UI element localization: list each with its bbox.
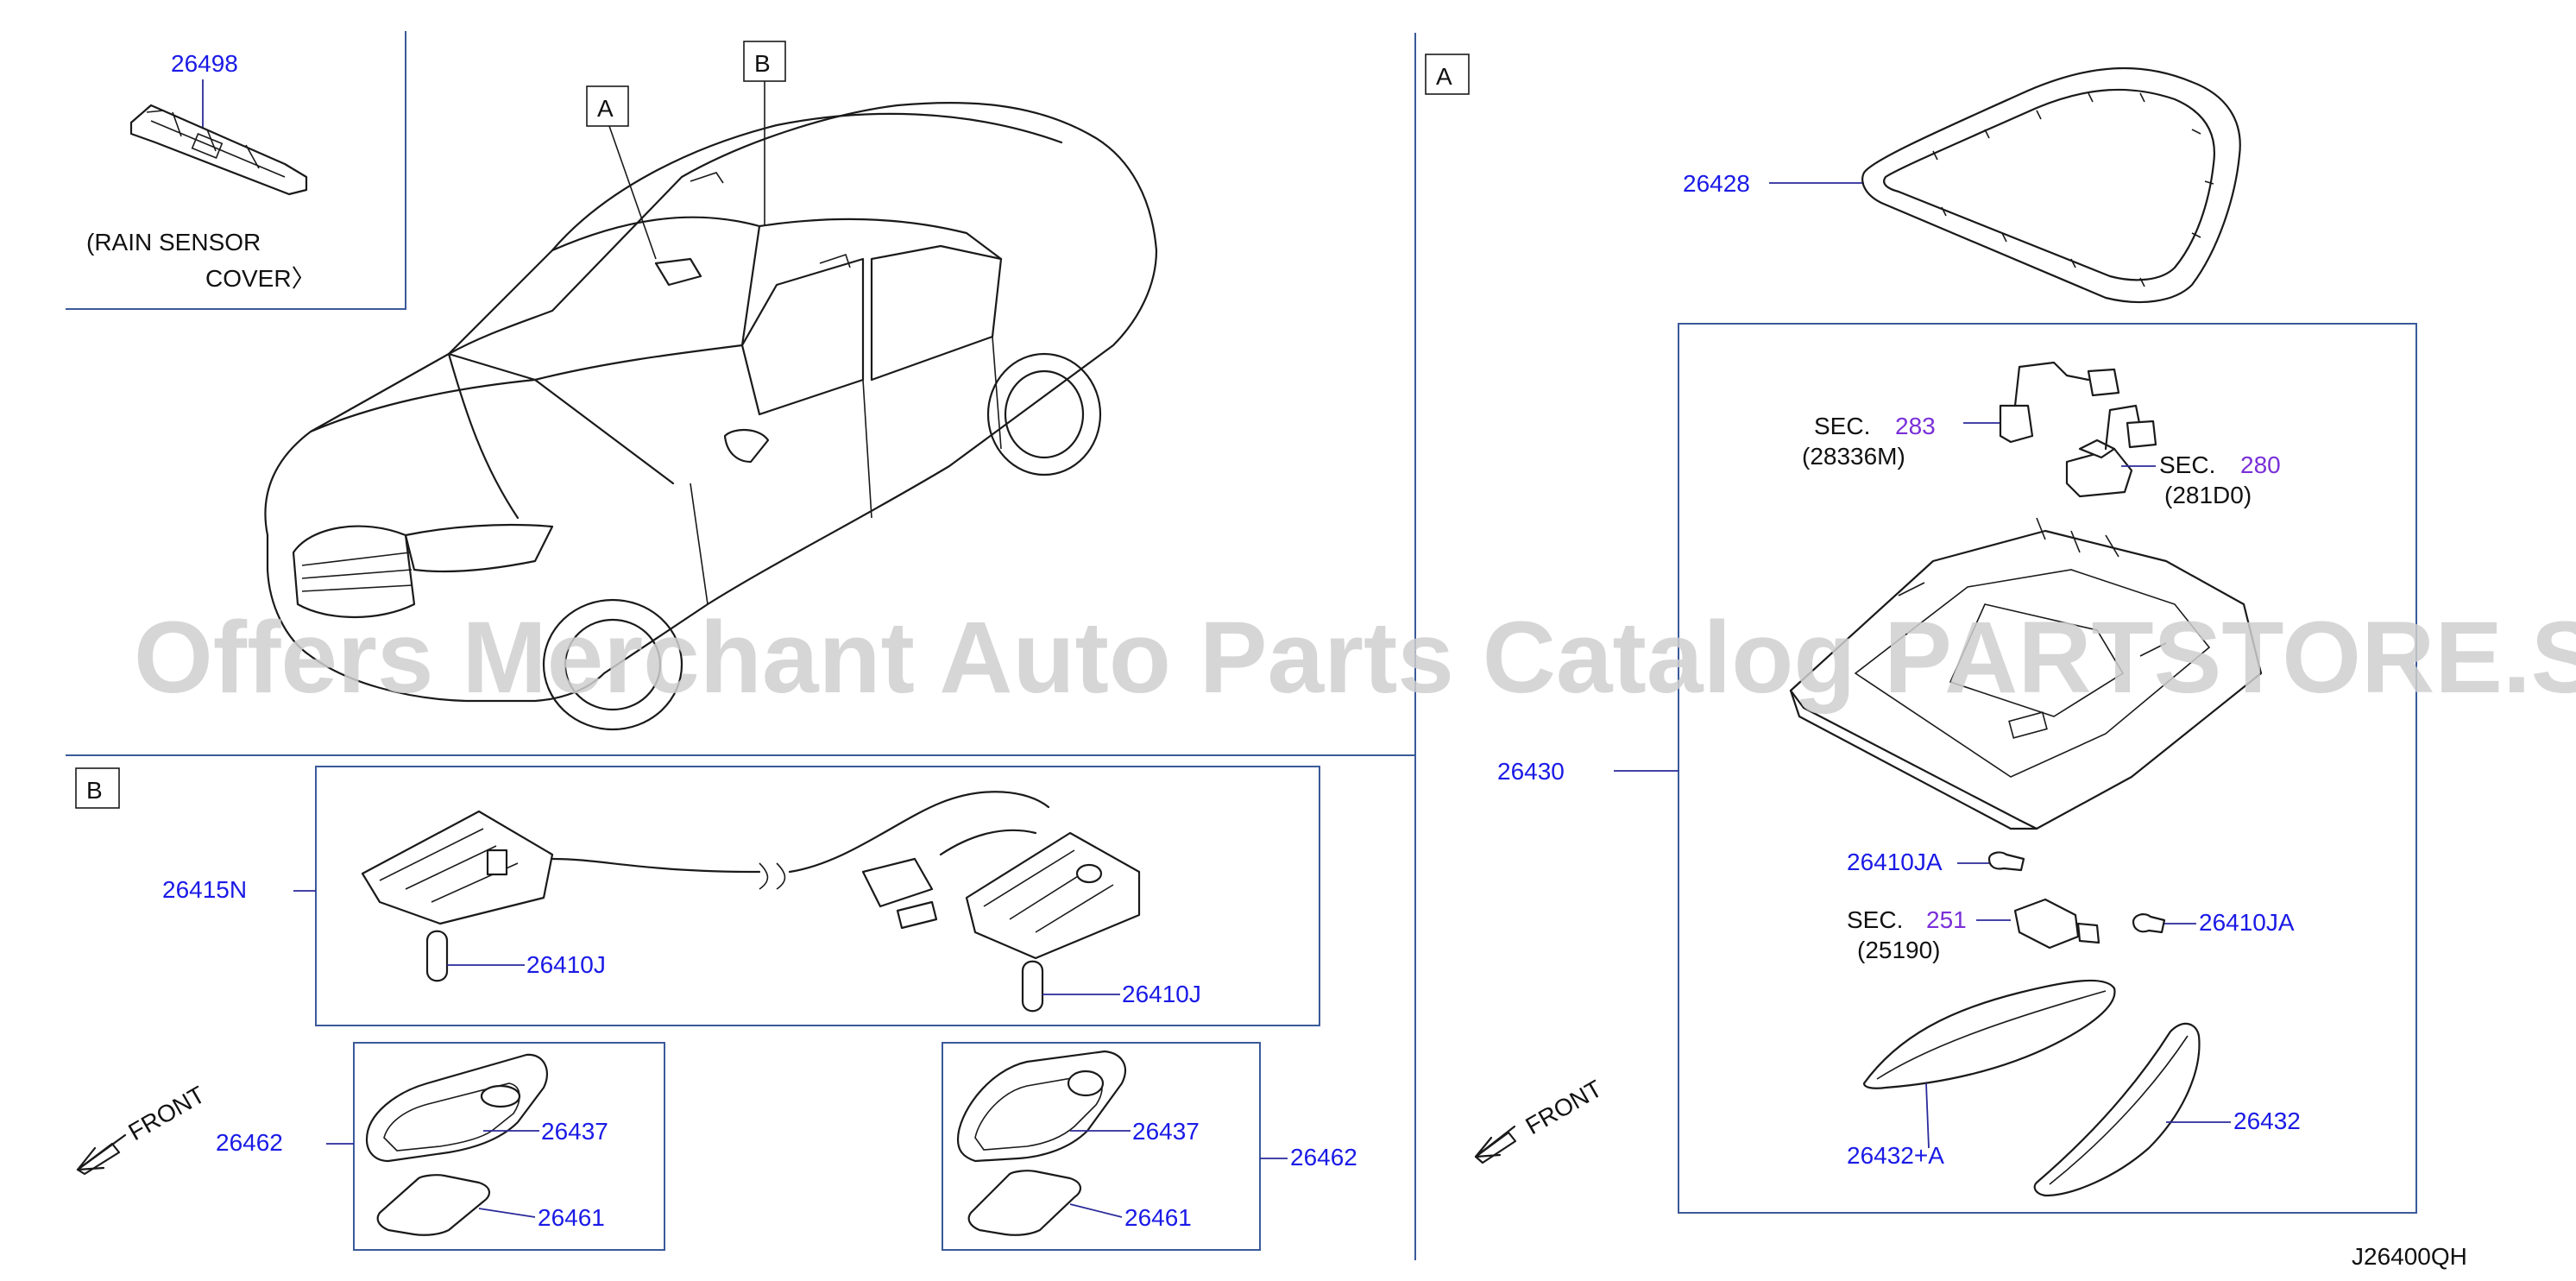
sec-283-ref: (28336M) [1802,443,1905,470]
harness-frame [315,766,1320,1026]
console-housing-part[interactable] [1789,517,2263,830]
sensor-280-part[interactable] [2065,404,2157,498]
sec-280-ref: (281D0) [2164,482,2252,508]
sec-251-prefix: SEC. [1847,906,1903,933]
car-drawing [264,101,1158,731]
part-number-26428[interactable]: 26428 [1683,170,1750,197]
right-lamp-lens[interactable] [967,1170,1081,1236]
right-lamp-frame [942,1042,1261,1251]
sec-251-ref: (25190) [1857,937,1941,963]
part-number-26432-a[interactable]: 26432+A [1847,1142,1944,1169]
view-tag-section-b[interactable] [75,767,120,809]
bulb-left[interactable] [425,930,449,982]
view-tag-a-car-text: A [597,95,614,122]
section-b: B 26415N 26410J [75,766,1357,1251]
part-number-26498[interactable]: 26498 [171,50,238,77]
rain-sensor-caption-1: (RAIN SENSOR [86,229,261,256]
part-number-26430[interactable]: 26430 [1497,758,1565,785]
sec-280-prefix: SEC. [2159,451,2215,478]
bulb-right[interactable] [1021,960,1044,1013]
left-lamp-frame [353,1042,665,1251]
part-number-26410J-right[interactable]: 26410J [1122,981,1201,1007]
watermark-text: Offers Merchant Auto Parts Catalog PARTS… [134,601,2576,715]
panel-dividers [66,31,1416,1260]
front-arrow-icon [76,1133,127,1176]
map-lamp-harness-part[interactable] [361,791,1141,960]
lens-26432-a-part[interactable] [1862,979,2116,1089]
diagram-code: J26400QH [2352,1243,2467,1270]
part-number-26410JA-b[interactable]: 26410JA [2199,909,2295,936]
part-number-26437-right[interactable]: 26437 [1132,1118,1200,1145]
part-number-26461-left[interactable]: 26461 [538,1204,605,1231]
view-tag-b-car-text: B [754,50,771,77]
left-lamp-lens-frame[interactable] [365,1053,548,1163]
rain-sensor-caption-2: COVER〉 [205,265,316,292]
console-frame [1678,323,2417,1214]
finisher-ring-part[interactable] [1861,66,2241,304]
sensor-251-part[interactable] [2013,898,2100,950]
part-number-26462-right[interactable]: 26462 [1290,1144,1357,1171]
part-number-26410JA-a[interactable]: 26410JA [1847,849,1943,875]
view-tag-section-a-text: A [1436,63,1452,90]
view-tag-a-car[interactable] [586,85,629,127]
rain-sensor-cover-part[interactable] [129,104,308,196]
section-a: A 26428 26430 SEC. 283 (28336M) [1425,54,2417,1214]
right-lamp-lens-frame[interactable] [956,1050,1127,1163]
sec-283-link[interactable]: 283 [1895,413,1936,439]
view-tag-section-b-text: B [86,777,103,804]
sensor-283-part[interactable] [1999,361,2120,444]
sec-251-link[interactable]: 251 [1926,906,1967,933]
front-label-a: FRONT [1521,1075,1607,1139]
sec-280-link[interactable]: 280 [2240,451,2281,478]
part-number-26432[interactable]: 26432 [2233,1107,2301,1134]
rain-sensor-cover-inset: 26498 (RAIN SENSOR COVER〉 [86,50,316,292]
bulb-26410JA-a[interactable] [1987,851,2025,872]
left-lamp-lens[interactable] [376,1174,490,1236]
front-arrow-icon-a [1474,1125,1517,1164]
part-number-26462-left[interactable]: 26462 [216,1129,283,1156]
part-number-26461-right[interactable]: 26461 [1124,1204,1192,1231]
front-label-b: FRONT [124,1081,210,1145]
bulb-26410JA-b[interactable] [2132,913,2166,934]
part-number-26410J-left[interactable]: 26410J [526,951,606,978]
lens-26432-part[interactable] [2033,1022,2201,1197]
view-tag-section-a[interactable] [1425,54,1470,95]
part-number-26437-left[interactable]: 26437 [541,1118,608,1145]
sec-283-prefix: SEC. [1814,413,1870,439]
car-overview: A B [264,41,1158,731]
part-number-26415N[interactable]: 26415N [162,876,247,903]
